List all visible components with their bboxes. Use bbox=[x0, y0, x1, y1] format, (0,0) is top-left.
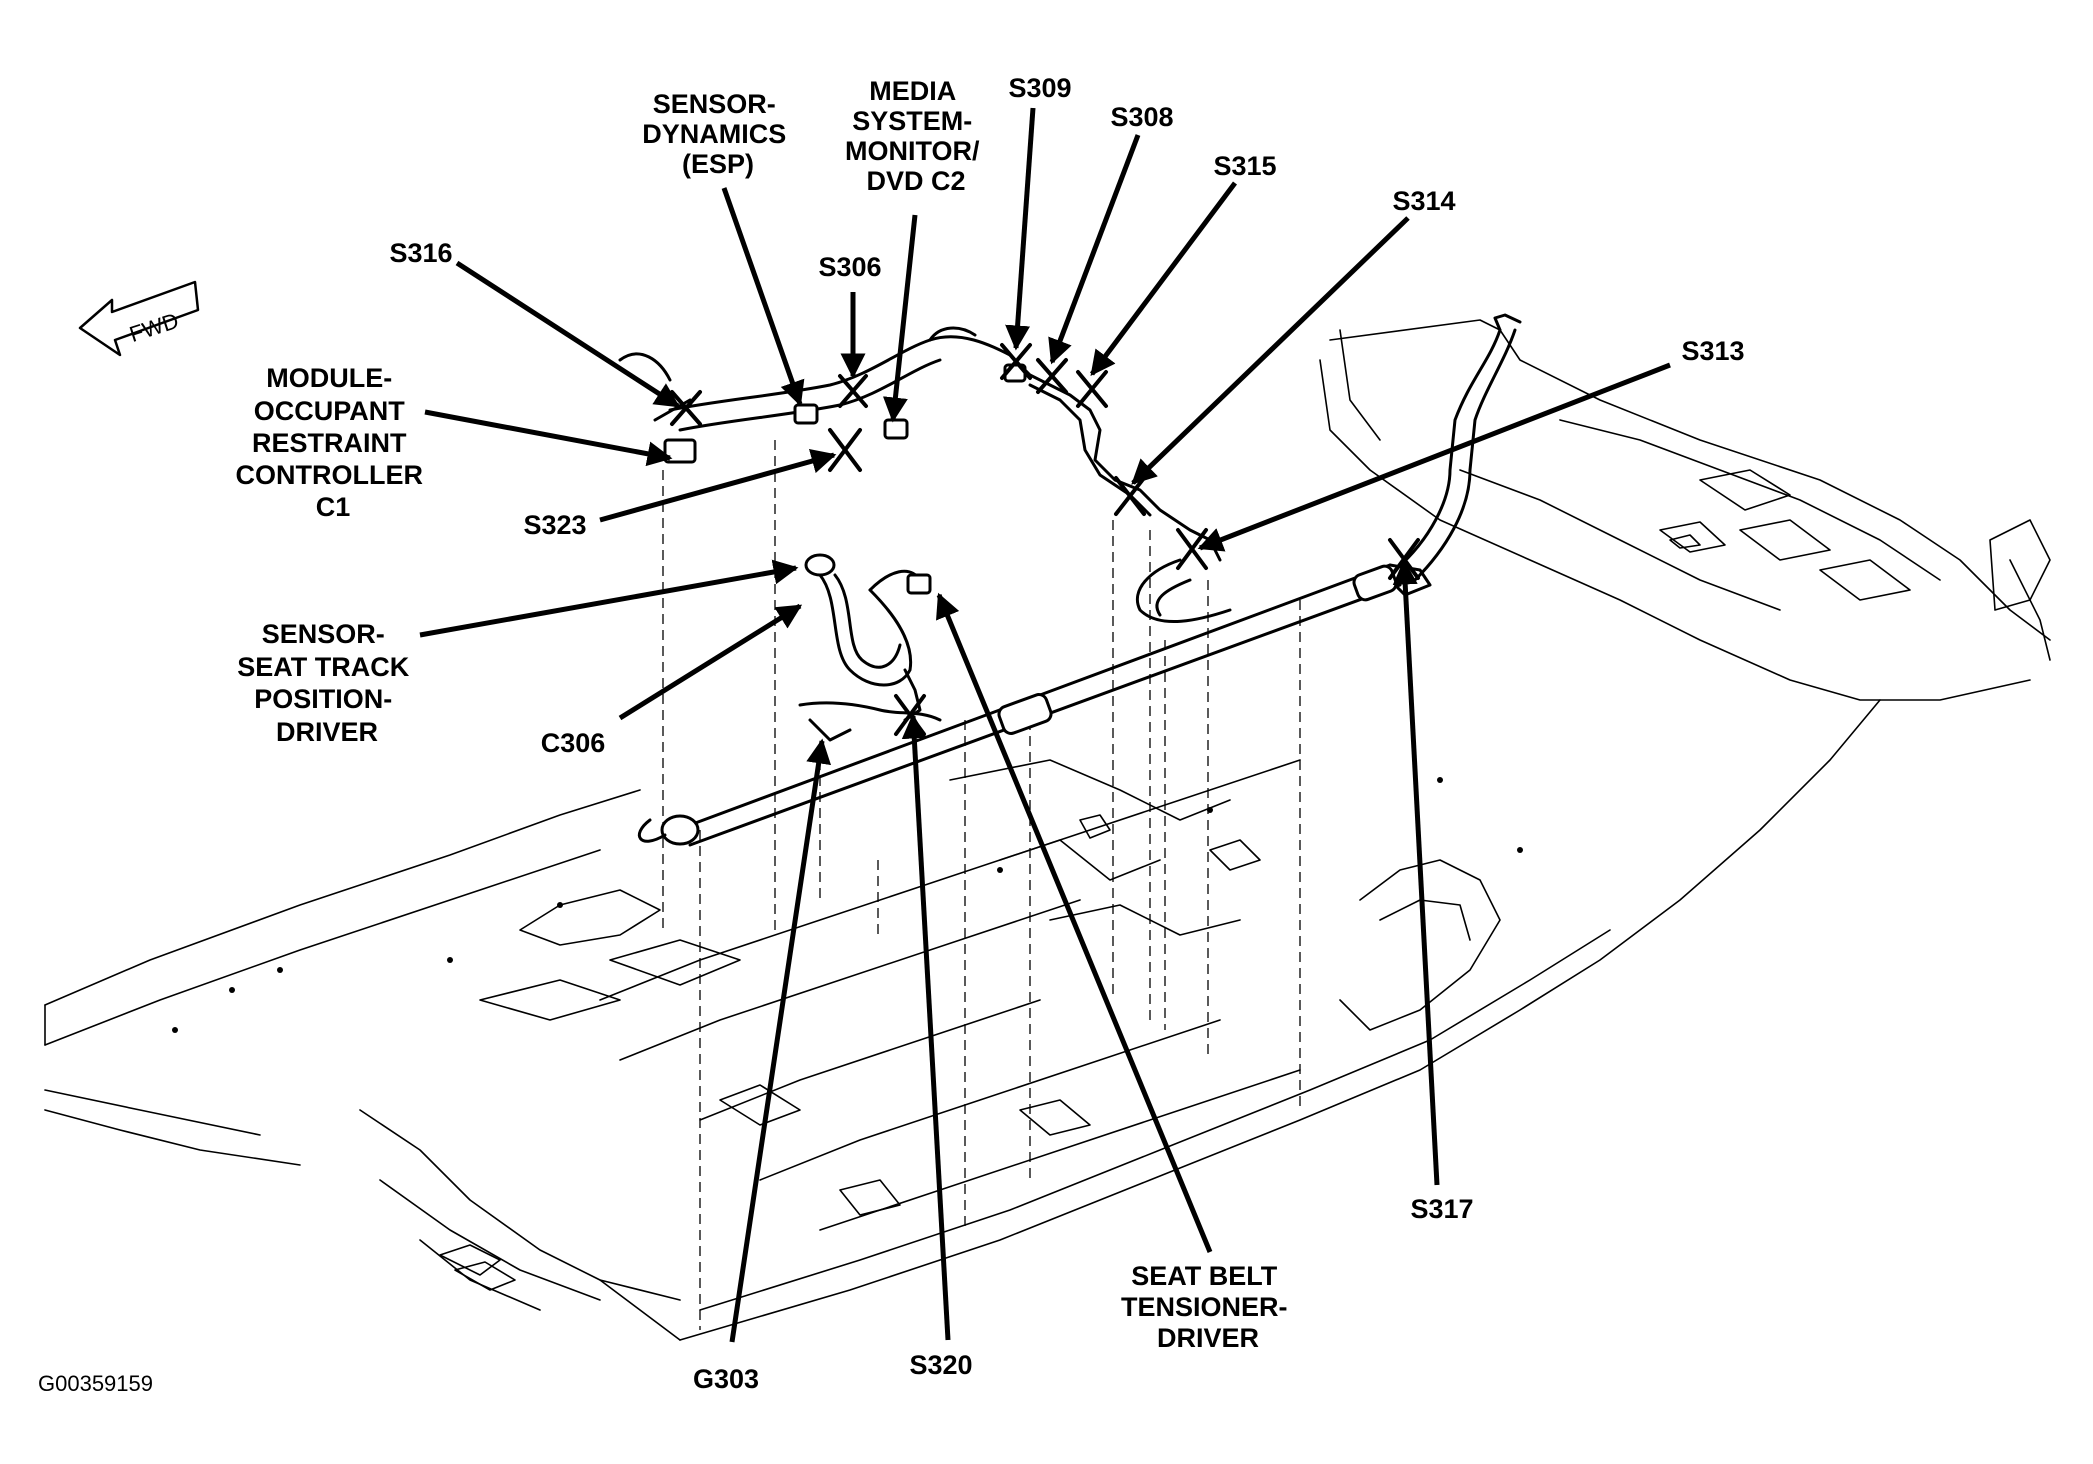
splice-s314-marker bbox=[1114, 476, 1146, 516]
leader-s317 bbox=[1392, 559, 1440, 1186]
splice-s309-marker bbox=[1000, 343, 1032, 380]
label-sensor-seat-track: SENSOR- SEAT TRACK POSITION- DRIVER bbox=[237, 619, 417, 747]
leader-s320 bbox=[901, 713, 951, 1341]
figure-id: G00359159 bbox=[38, 1371, 153, 1396]
label-s323: S323 bbox=[523, 510, 586, 540]
splice-s323-marker bbox=[828, 428, 862, 472]
label-s317: S317 bbox=[1410, 1194, 1473, 1224]
alignment-lines bbox=[662, 440, 1301, 1330]
label-s315: S315 bbox=[1213, 151, 1276, 181]
label-s314: S314 bbox=[1392, 186, 1455, 216]
label-s316: S316 bbox=[389, 238, 452, 268]
label-g303: G303 bbox=[693, 1364, 759, 1394]
forward-direction-arrow: FWD bbox=[78, 280, 200, 357]
label-seat-belt: SEAT BELT TENSIONER- DRIVER bbox=[1121, 1261, 1295, 1353]
splice-markers bbox=[670, 343, 1420, 736]
leader-s323 bbox=[599, 448, 837, 523]
label-media-system: MEDIA SYSTEM- MONITOR/ DVD C2 bbox=[845, 76, 987, 196]
splice-s315-marker bbox=[1076, 370, 1108, 408]
leader-s315 bbox=[1089, 181, 1238, 377]
label-s320: S320 bbox=[909, 1350, 972, 1380]
leader-s309 bbox=[1005, 107, 1036, 351]
splice-s308-marker bbox=[1036, 358, 1068, 394]
label-s309: S309 bbox=[1008, 73, 1071, 103]
leader-media-system bbox=[882, 214, 918, 423]
leader-c306 bbox=[618, 603, 803, 721]
leader-s316 bbox=[455, 260, 681, 409]
leader-s314 bbox=[1131, 216, 1410, 485]
label-s313: S313 bbox=[1681, 336, 1744, 366]
wiring-harness bbox=[618, 313, 1522, 847]
splice-s306-marker bbox=[838, 374, 868, 408]
leader-seat-belt bbox=[936, 592, 1213, 1253]
leader-sensor-dynamics bbox=[721, 187, 805, 407]
leader-s308 bbox=[1048, 134, 1141, 365]
label-sensor-dynamics: SENSOR- DYNAMICS (ESP) bbox=[642, 89, 794, 179]
floor-fasteners bbox=[172, 777, 1523, 1033]
leader-sensor-seat-track bbox=[419, 559, 799, 638]
leader-s313 bbox=[1197, 362, 1671, 552]
vehicle-floor-pan bbox=[44, 319, 2051, 1341]
leader-g303 bbox=[729, 738, 832, 1343]
label-s306: S306 bbox=[818, 252, 881, 282]
label-s308: S308 bbox=[1110, 102, 1173, 132]
label-c306: C306 bbox=[541, 728, 606, 758]
callout-labels: SENSOR- DYNAMICS (ESP) MEDIA SYSTEM- MON… bbox=[236, 73, 1745, 1394]
leader-module-occupant bbox=[424, 409, 673, 467]
label-module-occupant: MODULE- OCCUPANT RESTRAINT CONTROLLER C1 bbox=[236, 363, 431, 522]
leader-lines bbox=[419, 107, 1671, 1343]
